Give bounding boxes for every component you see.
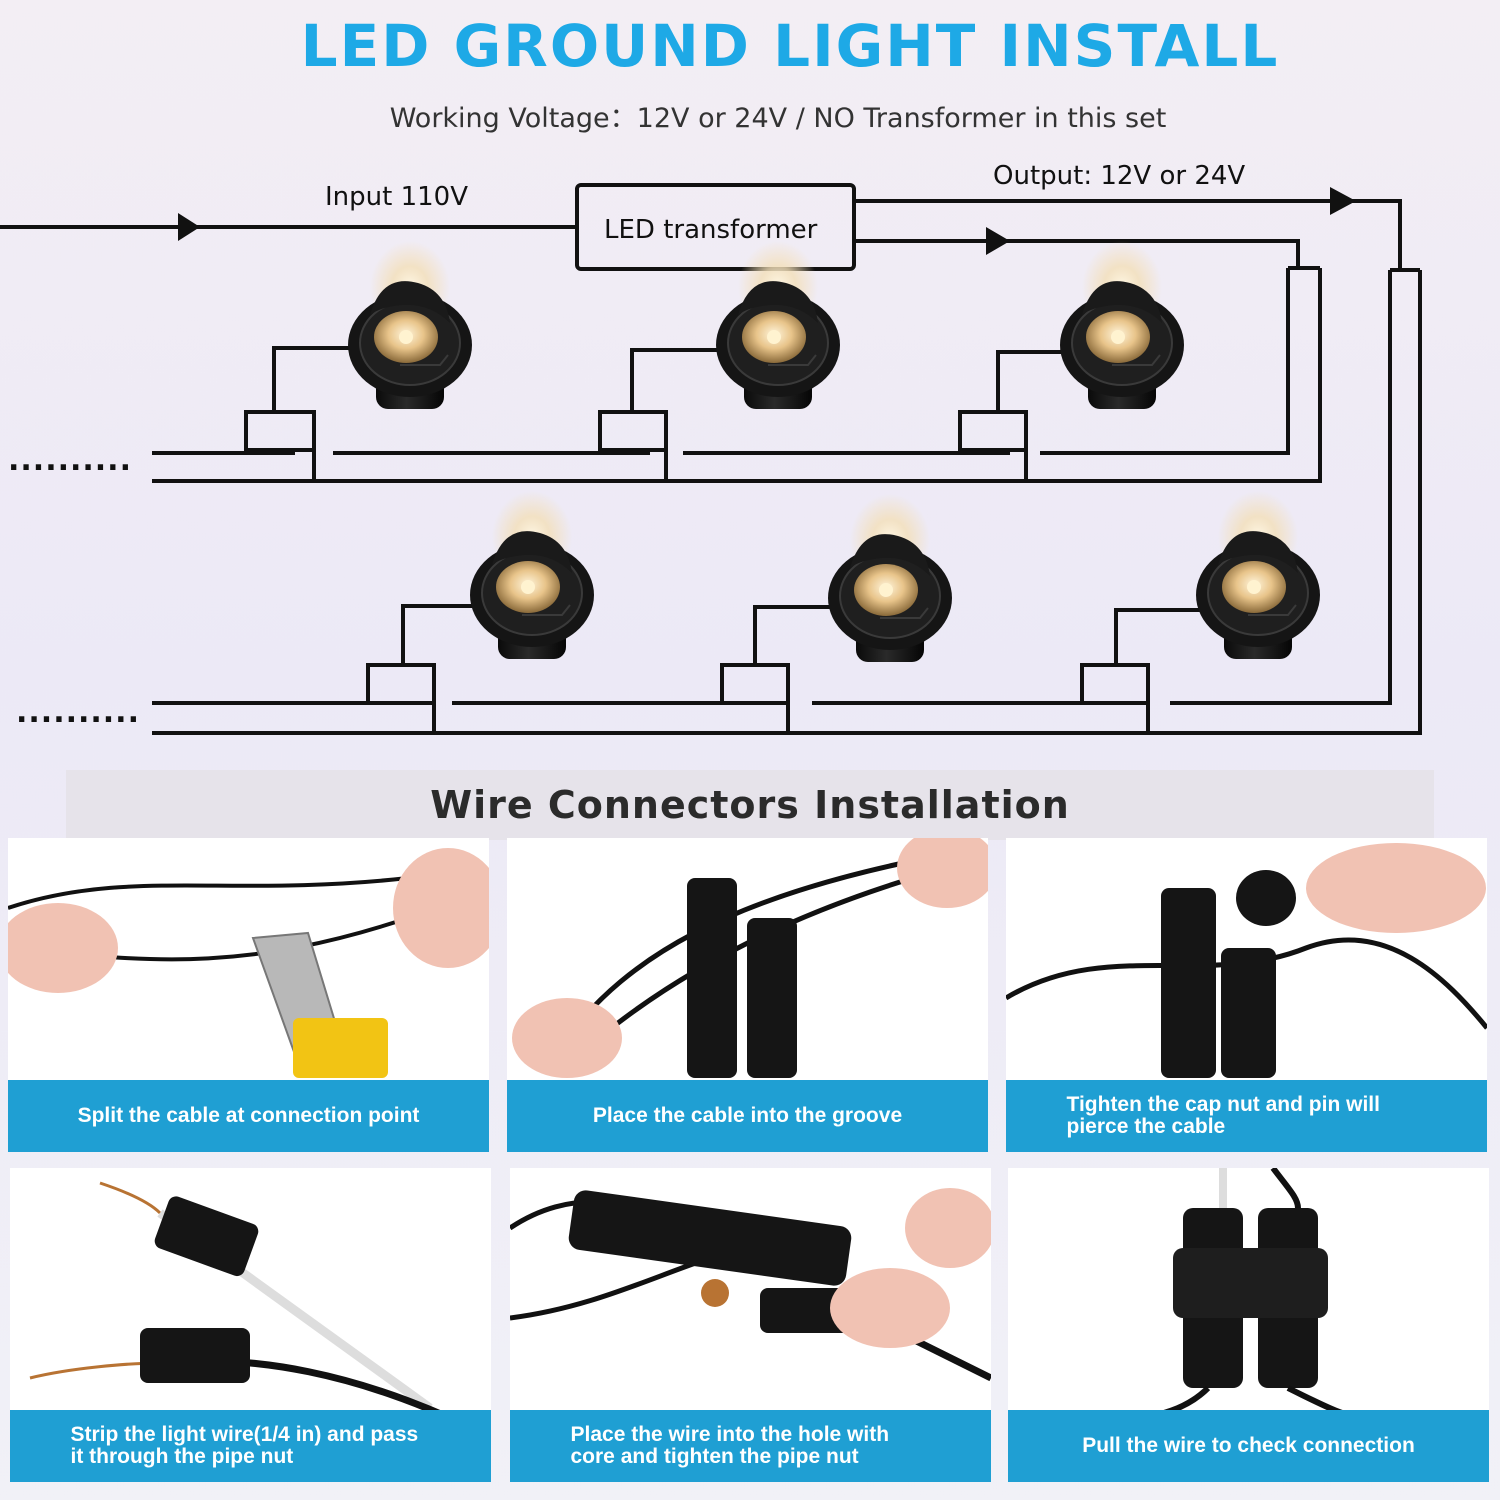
wire-connector [244, 346, 360, 481]
trunk-cable-row-1 [152, 266, 1322, 483]
wire-connector [598, 348, 722, 481]
led-ground-light-icon [827, 493, 953, 663]
assembled-connector-illustration [1127, 1168, 1369, 1418]
output-line-upper [856, 187, 1402, 270]
input-line [0, 213, 578, 241]
step-caption: Split the cable at connection point [8, 1080, 489, 1152]
working-voltage-note: Working Voltage：12V or 24V / NO Transfor… [389, 103, 1167, 134]
step-caption: Place the wire into the hole with core a… [510, 1410, 991, 1482]
page-title: LED GROUND LIGHT INSTALL [300, 12, 1280, 80]
stripped-wire-illustration [29, 1181, 452, 1418]
output-line-lower [856, 227, 1300, 268]
cable-cutting-illustration [8, 848, 489, 1078]
cap-nut-illustration [1006, 843, 1487, 1078]
continuation-dots-row-2: .......... [16, 695, 140, 730]
wire-connector [720, 605, 838, 733]
step-caption: Strip the light wire(1/4 in) and pass it… [10, 1410, 491, 1482]
step-insert-wire: Place the wire into the hole with core a… [510, 1168, 991, 1482]
led-ground-light-icon [347, 240, 473, 410]
connectors-section-title: Wire Connectors Installation [430, 783, 1070, 827]
step-place-cable: Place the cable into the groove [507, 838, 988, 1152]
step-strip-wire: Strip the light wire(1/4 in) and pass it… [10, 1168, 491, 1482]
step-caption: Pull the wire to check connection [1008, 1410, 1489, 1482]
wire-connector [366, 604, 480, 733]
section-band [66, 770, 1434, 840]
continuation-dots-row-1: .......... [8, 443, 132, 478]
output-voltage-label: Output: 12V or 24V [993, 161, 1245, 191]
wire-insert-illustration [510, 1188, 991, 1382]
wiring-diagram: Input 110V LED transformer Output: 12V o… [0, 161, 1422, 735]
led-ground-light-icon [715, 240, 841, 410]
step-split-cable: Split the cable at connection point [8, 838, 489, 1152]
led-transformer-box [575, 183, 856, 271]
led-ground-light-icon [469, 490, 595, 660]
step-caption: Place the cable into the groove [507, 1080, 988, 1152]
wire-connector [1080, 608, 1200, 733]
wire-connector [958, 350, 1068, 481]
transformer-label: LED transformer [604, 215, 818, 245]
input-voltage-label: Input 110V [325, 182, 468, 212]
step-tighten-cap: Tighten the cap nut and pin will pierce … [1006, 838, 1487, 1152]
led-ground-light-icon [1195, 490, 1321, 660]
connector-groove-illustration [512, 838, 988, 1078]
step-caption: Tighten the cap nut and pin will pierce … [1006, 1080, 1487, 1152]
led-ground-light-icon [1059, 240, 1185, 410]
step-check-connection: Pull the wire to check connection [1008, 1168, 1489, 1482]
